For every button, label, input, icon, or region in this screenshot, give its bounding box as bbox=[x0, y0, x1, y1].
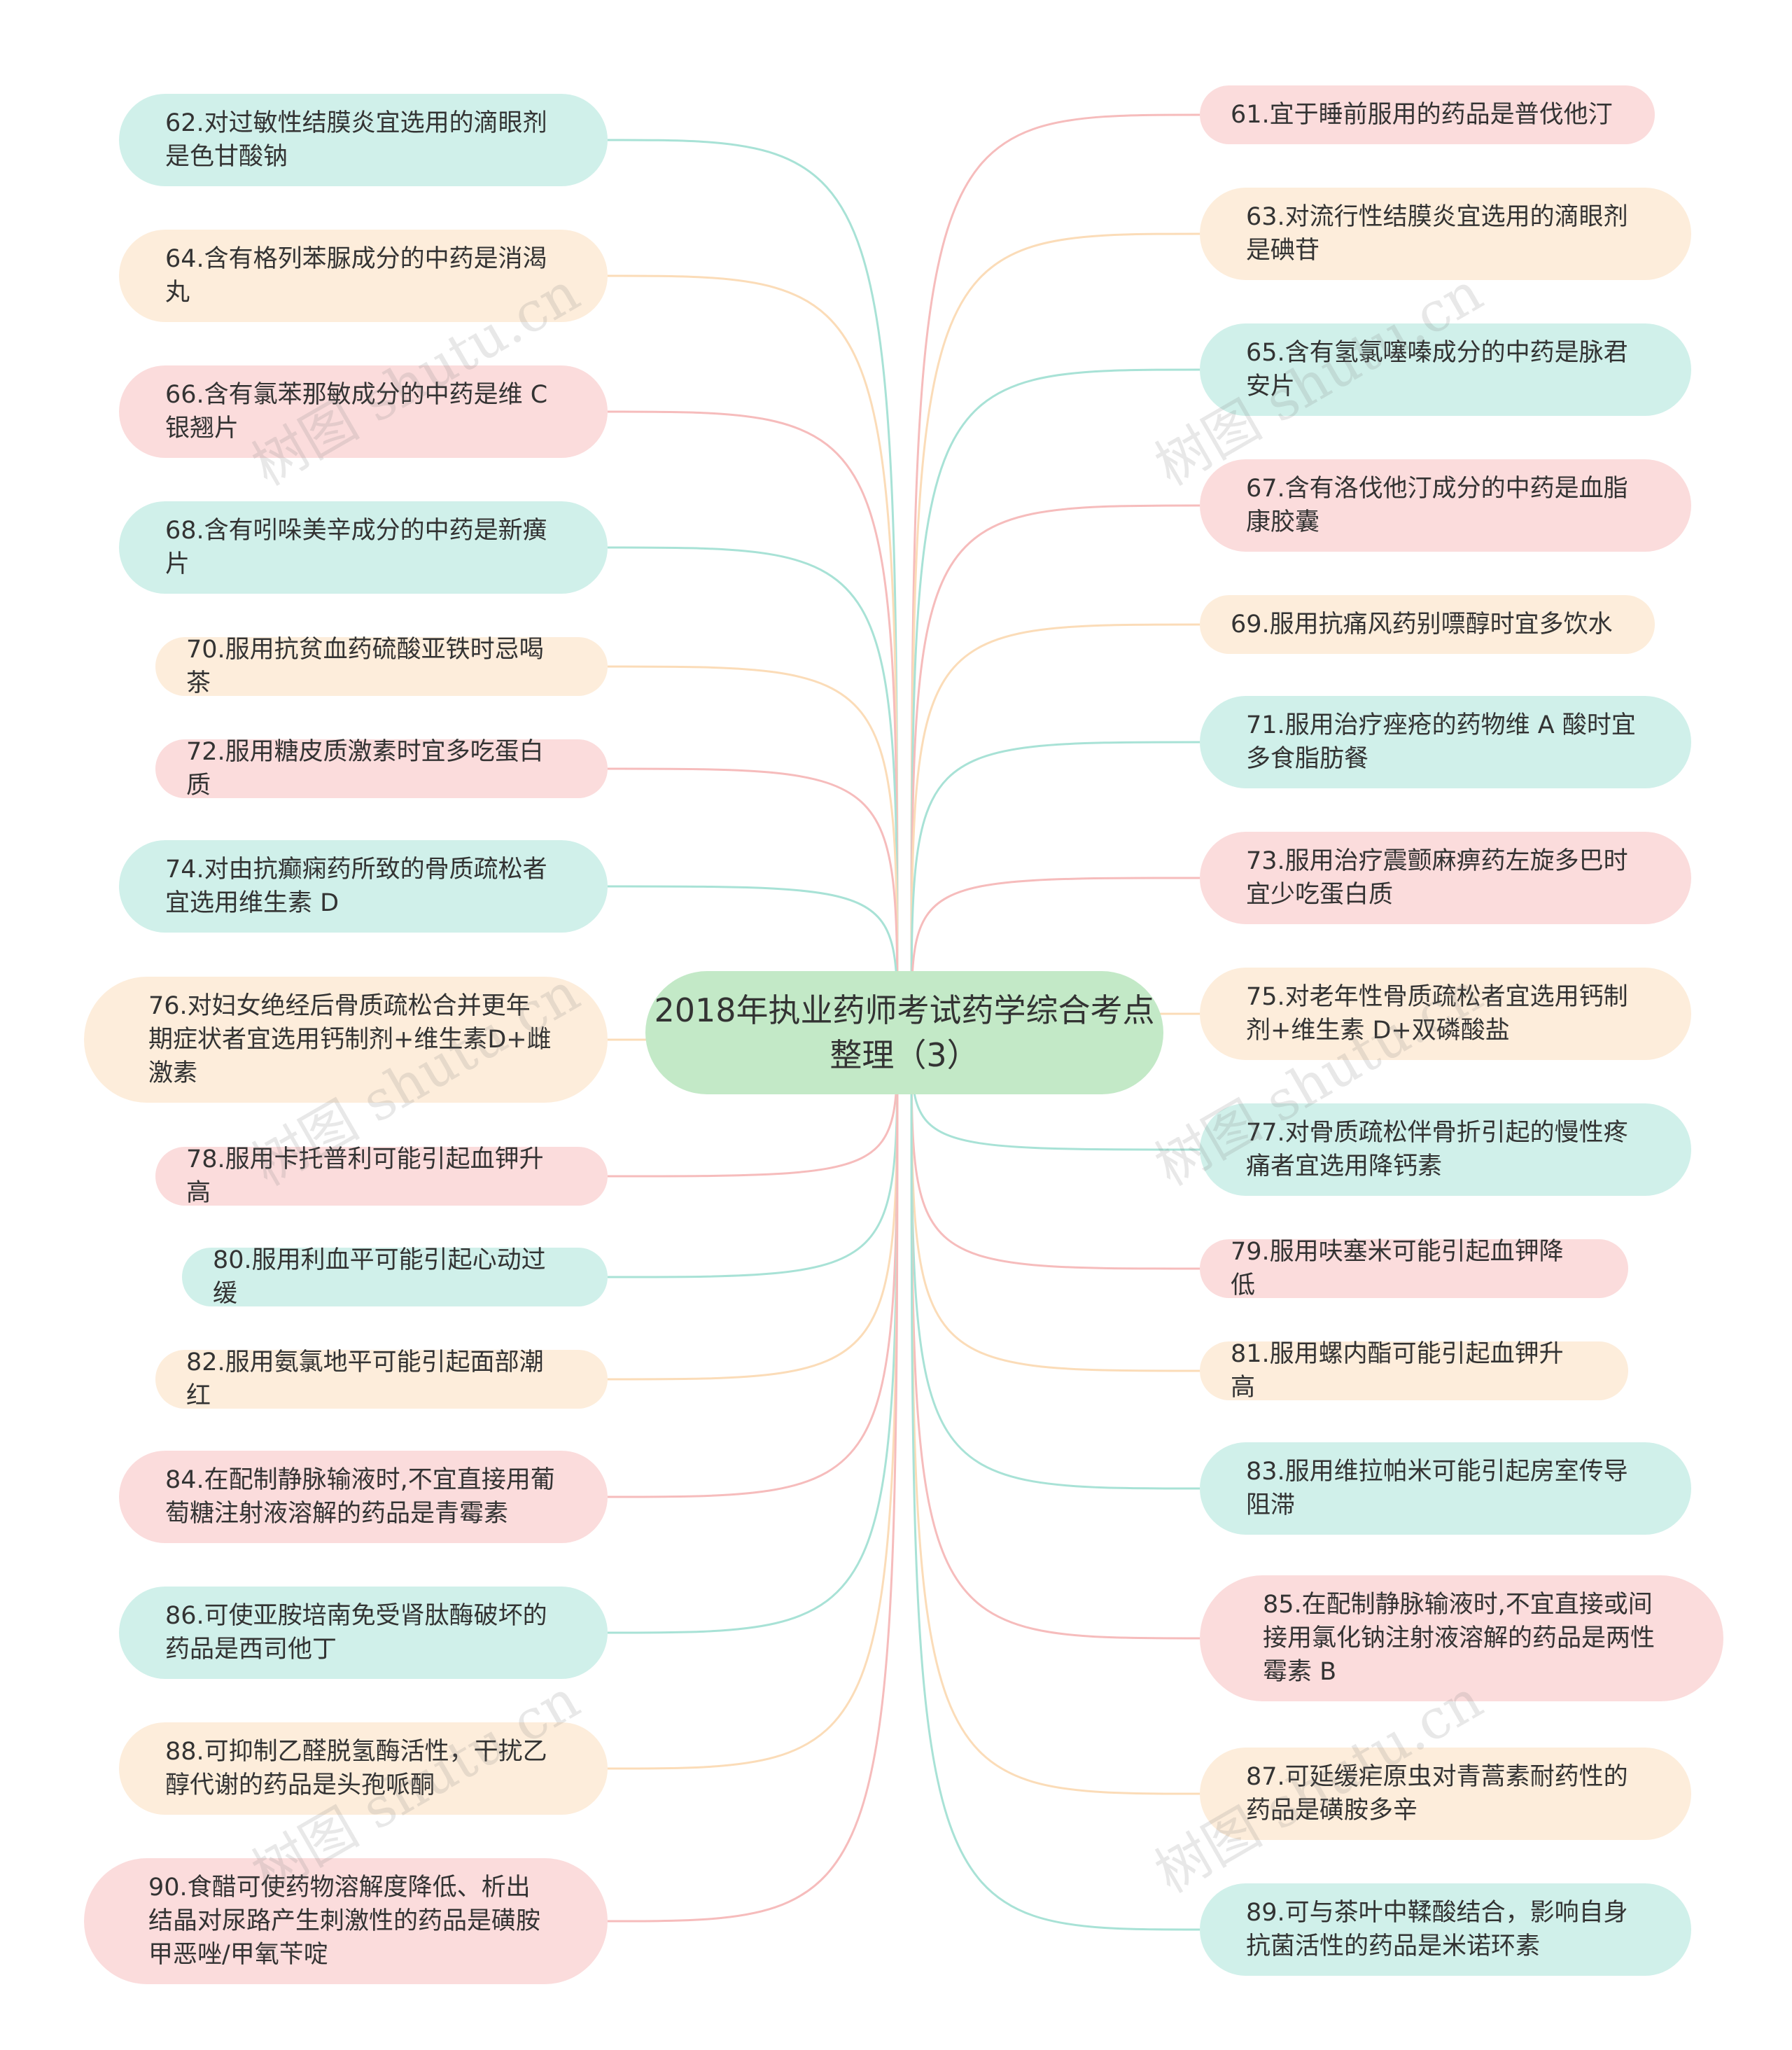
connector-topic-83 bbox=[910, 1032, 1200, 1490]
connector-topic-70 bbox=[607, 665, 899, 1033]
topic-79[interactable]: 79.服用呋塞米可能引起血钾降低 bbox=[1200, 1238, 1628, 1299]
topic-69[interactable]: 69.服用抗痛风药别嘌醇时宜多饮水 bbox=[1200, 595, 1655, 654]
connector-topic-62 bbox=[607, 139, 899, 1033]
topic-76[interactable]: 76.对妇女绝经后骨质疏松合并更年期症状者宜选用钙制剂+维生素D+雌激素 bbox=[84, 977, 608, 1103]
connector-topic-88 bbox=[607, 1032, 899, 1770]
connector-topic-67 bbox=[910, 504, 1200, 1033]
topic-77[interactable]: 77.对骨质疏松伴骨折引起的慢性疼痛者宜选用降钙素 bbox=[1200, 1103, 1691, 1196]
connector-topic-86 bbox=[607, 1032, 899, 1634]
topic-81[interactable]: 81.服用螺内酯可能引起血钾升高 bbox=[1200, 1340, 1628, 1402]
connector-topic-71 bbox=[910, 741, 1200, 1033]
connector-topic-89 bbox=[910, 1032, 1200, 1931]
connector-topic-84 bbox=[607, 1032, 899, 1498]
topic-84[interactable]: 84.在配制静脉输液时,不宜直接用葡萄糖注射液溶解的药品是青霉素 bbox=[119, 1451, 608, 1543]
connector-topic-72 bbox=[607, 767, 899, 1033]
topic-88[interactable]: 88.可抑制乙醛脱氢酶活性，干扰乙醇代谢的药品是头孢哌酮 bbox=[119, 1722, 608, 1815]
topic-89[interactable]: 89.可与茶叶中鞣酸结合，影响自身抗菌活性的药品是米诺环素 bbox=[1200, 1883, 1691, 1976]
topic-63[interactable]: 63.对流行性结膜炎宜选用的滴眼剂是碘苷 bbox=[1200, 188, 1691, 280]
topic-65[interactable]: 65.含有氢氯噻嗪成分的中药是脉君安片 bbox=[1200, 323, 1691, 416]
topic-68[interactable]: 68.含有吲哚美辛成分的中药是新癀片 bbox=[119, 501, 608, 594]
connector-topic-64 bbox=[607, 274, 899, 1033]
topic-75[interactable]: 75.对老年性骨质疏松者宜选用钙制剂+维生素 D+双磷酸盐 bbox=[1200, 968, 1691, 1060]
topic-80[interactable]: 80.服用利血平可能引起心动过缓 bbox=[182, 1246, 608, 1308]
connector-topic-66 bbox=[607, 410, 899, 1033]
topic-83[interactable]: 83.服用维拉帕米可能引起房室传导阻滞 bbox=[1200, 1442, 1691, 1535]
connector-topic-63 bbox=[910, 232, 1200, 1033]
connector-topic-68 bbox=[607, 546, 899, 1033]
topic-64[interactable]: 64.含有格列苯脲成分的中药是消渴丸 bbox=[119, 230, 608, 322]
connector-topic-87 bbox=[910, 1032, 1200, 1795]
connector-topic-65 bbox=[910, 368, 1200, 1033]
topic-62[interactable]: 62.对过敏性结膜炎宜选用的滴眼剂是色甘酸钠 bbox=[119, 94, 608, 186]
topic-71[interactable]: 71.服用治疗痤疮的药物维 A 酸时宜多食脂肪餐 bbox=[1200, 696, 1691, 788]
topic-90[interactable]: 90.食醋可使药物溶解度降低、析出结晶对尿路产生刺激性的药品是磺胺甲恶唑/甲氧苄… bbox=[84, 1858, 608, 1984]
topic-74[interactable]: 74.对由抗癫痫药所致的骨质疏松者宜选用维生素 D bbox=[119, 840, 608, 933]
topic-72[interactable]: 72.服用糖皮质激素时宜多吃蛋白质 bbox=[155, 738, 608, 800]
root-topic[interactable]: 2018年执业药师考试药学综合考点整理（3） bbox=[645, 971, 1163, 1094]
topic-67[interactable]: 67.含有洛伐他汀成分的中药是血脂康胶囊 bbox=[1200, 459, 1691, 552]
topic-66[interactable]: 66.含有氯苯那敏成分的中药是维 C 银翘片 bbox=[119, 365, 608, 458]
topic-78[interactable]: 78.服用卡托普利可能引起血钾升高 bbox=[155, 1145, 608, 1207]
topic-70[interactable]: 70.服用抗贫血药硫酸亚铁时忌喝茶 bbox=[155, 636, 608, 697]
topic-73[interactable]: 73.服用治疗震颤麻痹药左旋多巴时宜少吃蛋白质 bbox=[1200, 832, 1691, 924]
topic-86[interactable]: 86.可使亚胺培南免受肾肽酶破坏的药品是西司他丁 bbox=[119, 1587, 608, 1679]
topic-87[interactable]: 87.可延缓疟原虫对青蒿素耐药性的药品是磺胺多辛 bbox=[1200, 1748, 1691, 1840]
topic-85[interactable]: 85.在配制静脉输液时,不宜直接或间接用氯化钠注射液溶解的药品是两性霉素 B bbox=[1200, 1575, 1723, 1701]
connector-topic-69 bbox=[910, 623, 1200, 1033]
connector-topic-90 bbox=[607, 1032, 899, 1923]
topic-82[interactable]: 82.服用氨氯地平可能引起面部潮红 bbox=[155, 1348, 608, 1410]
topic-61[interactable]: 61.宜于睡前服用的药品是普伐他汀 bbox=[1200, 85, 1655, 144]
